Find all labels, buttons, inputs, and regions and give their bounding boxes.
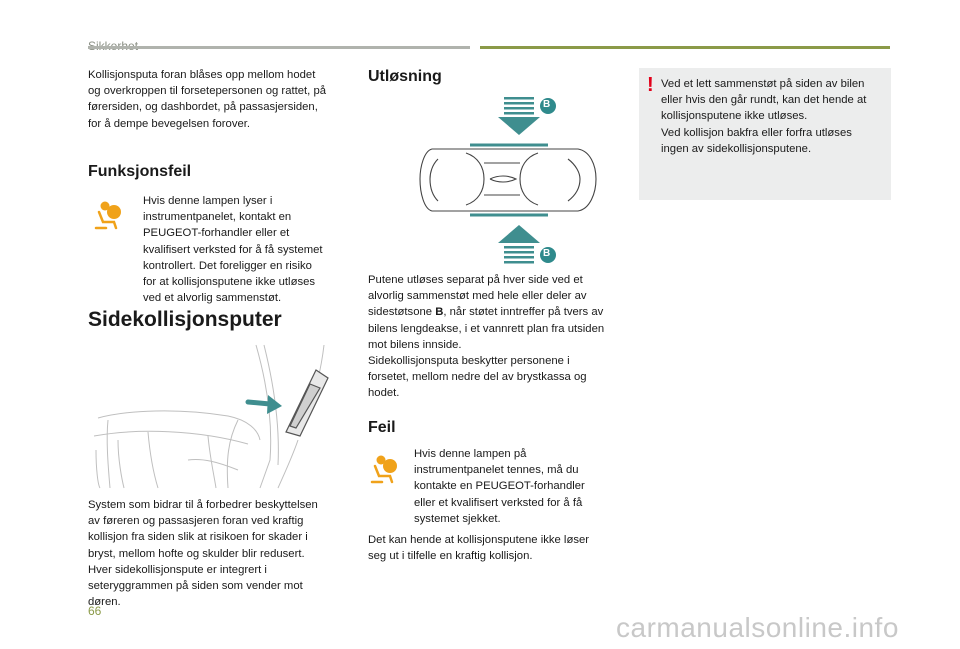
warning-box: ! Ved et lett sammenstøt på siden av bil… — [639, 68, 891, 200]
page-number: 66 — [88, 604, 102, 618]
sidekollisjonsputer-heading: Sidekollisjonsputer — [88, 308, 282, 331]
utlosning-heading: Utløsning — [368, 68, 442, 85]
funksjonsfeil-heading: Funksjonsfeil — [88, 163, 192, 180]
seat-airbag-illustration — [88, 340, 336, 490]
utlosning-text: Putene utløses separat på hver side ved … — [368, 272, 630, 402]
zone-b-label-top: B — [543, 99, 551, 110]
funksjonsfeil-text: Hvis denne lampen lyser i instrumentpane… — [143, 195, 323, 305]
warning-exclamation-icon: ! — [647, 74, 654, 96]
warning-text: Ved et lett sammenstøt på siden av bilen… — [661, 78, 867, 155]
utlosning-text-zone: B — [435, 306, 444, 319]
header-rule-green — [480, 46, 890, 49]
zone-b-label-bottom: B — [543, 248, 551, 259]
feil-text: Hvis denne lampen på instrumentpanelet t… — [414, 448, 585, 525]
sidekollisjonsputer-text: System som bidrar til å forbedrer beskyt… — [88, 499, 318, 609]
feil-note: Det kan hende at kollisjonsputene ikke l… — [368, 534, 590, 563]
watermark: carmanualsonline.info — [616, 612, 899, 643]
airbag-fault-lamp-icon — [368, 452, 402, 486]
airbag-warning-lamp-icon — [92, 198, 126, 232]
intro-paragraph: Kollisjonsputa foran blåses opp mellom h… — [88, 69, 327, 130]
utlosning-text-part2: , når støtet inntreffer på tvers av bile… — [368, 306, 605, 400]
feil-heading: Feil — [368, 419, 396, 436]
car-topview-illustration: B B — [418, 93, 600, 268]
utlosning-text-part1: Putene utløses separat på hver side ved … — [368, 274, 587, 319]
header-rule-grey — [88, 46, 470, 49]
